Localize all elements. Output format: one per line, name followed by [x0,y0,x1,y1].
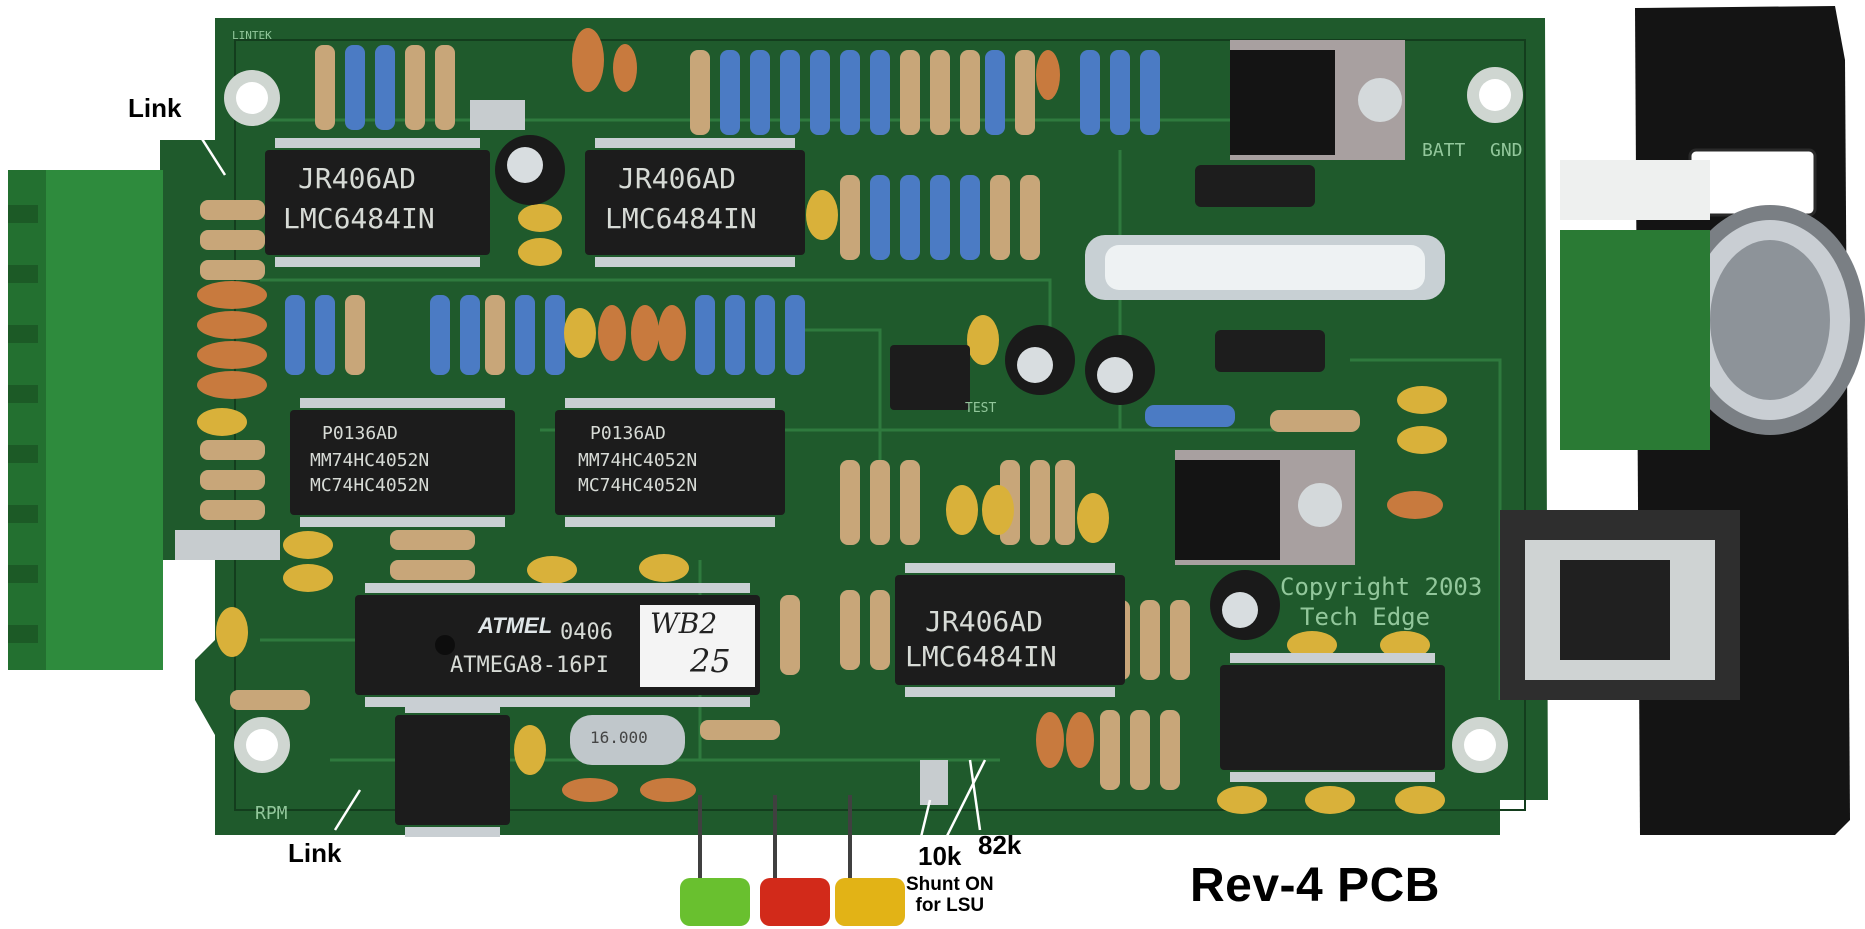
mcu-line1: 0406 [560,620,613,645]
mounting-holes [224,67,1523,773]
silk-test: TEST [965,401,997,416]
link-label-bottom: Link [288,838,342,868]
status-leds [680,795,905,926]
chip1-line2: LMC6484IN [283,202,435,235]
crystal-marking: 16.000 [590,728,648,747]
diodes-fuse [1085,165,1445,372]
image-caption: Rev-4 PCB [1190,859,1440,912]
chip5-line2: LMC6484IN [905,640,1057,673]
chip3-line1: P0136AD [322,423,398,444]
sticker-line1: WB2 [650,607,718,640]
sticker-line2: 25 [690,642,731,680]
chip2-line1: JR406AD [618,162,737,195]
link-label-top: Link [128,93,182,123]
mcu-logo: ATMEL [478,613,553,638]
integrated-circuits [265,138,1445,837]
jumper-small [470,100,525,130]
silk-copyright-2: Tech Edge [1300,603,1431,631]
silk-copyright-1: Copyright 2003 [1280,573,1483,601]
shunt-label-line1: Shunt ON [906,874,994,895]
daughter-board [1560,230,1710,450]
crystal [570,715,685,765]
silk-lintek: LINTEK [232,29,272,42]
resistor-10k-label: 10k [918,841,962,871]
capacitors [197,28,1447,814]
callout-lines [188,119,987,871]
silk-gnd: GND [1490,140,1523,161]
chip4-line2: MM74HC4052N [578,450,698,471]
din-connector [1675,205,1865,435]
power-header [1560,160,1710,220]
chip1-line1: JR406AD [298,162,417,195]
shunt-label: Shunt ON for LSU [906,874,994,917]
silk-rpm: RPM [255,803,288,824]
handwritten-sticker [640,605,755,687]
chip2-line2: LMC6484IN [605,202,757,235]
terminal-block [8,170,163,670]
lsu-shunt [920,760,948,805]
resistor-82k-label: 82k [978,830,1022,860]
chip3-line2: MM74HC4052N [310,450,430,471]
chip4-line3: MC74HC4052N [578,475,698,496]
chip4-line1: P0136AD [590,423,666,444]
jumper-top [175,530,280,560]
shunt-label-line2: for LSU [915,894,985,916]
voltage-regulators [1175,40,1405,565]
rj45-jack [1500,510,1740,700]
mcu-line2: ATMEGA8-16PI [450,653,609,678]
silk-batt: BATT [1422,140,1466,161]
chip3-line3: MC74HC4052N [310,475,430,496]
resistors [200,45,1360,790]
chip5-line1: JR406AD [925,605,1044,638]
